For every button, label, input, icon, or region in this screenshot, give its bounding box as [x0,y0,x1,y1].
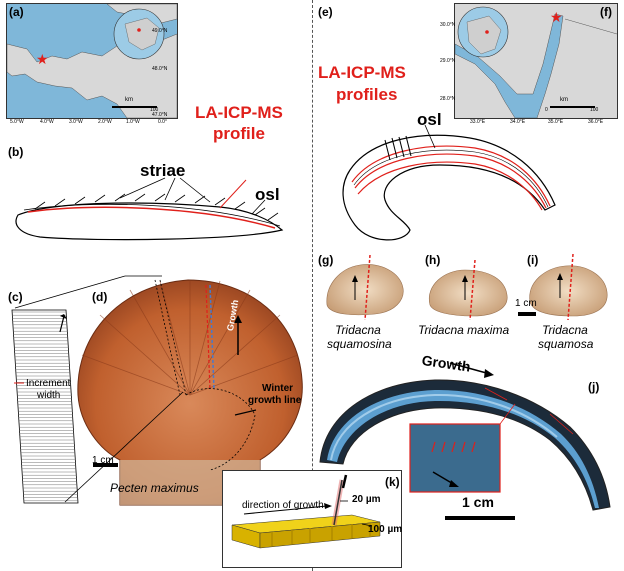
panel-k-dim1: 20 µm [352,494,381,505]
map-a-scale-value: 100 [150,107,159,113]
block-side [259,521,381,549]
map-a-lon-3: 3.0°W [69,119,83,125]
panel-label-e: (e) [318,5,333,19]
panel-label-d: (d) [92,290,108,304]
map-a-lat-3: 47.0°N [152,112,168,118]
scale-label-d: 1 cm [92,455,114,466]
panel-e-profiles-line2: profiles [336,85,398,104]
panel-k-dim2: 100 µm [368,524,403,535]
panel-label-g: (g) [318,253,334,267]
map-f-lon-1: 33.0°E [470,119,486,125]
map-brittany-svg: ★ [7,4,177,118]
panel-label-i: (i) [527,253,539,267]
panel-label-h: (h) [425,253,441,267]
profile-line-b [27,206,276,229]
species-g-species: squamosina [327,337,392,351]
panel-e-osl: osl [417,110,442,129]
site-star-a: ★ [36,51,49,67]
species-i-species: squamosa [538,337,594,351]
increment-label-line1: Increment [26,378,71,389]
panel-label-b: (b) [8,145,24,159]
map-red-sea-svg: ★ [455,6,617,118]
zoom-lines [14,275,184,503]
panel-label-c: (c) [8,290,23,304]
map-brittany: ★ [6,3,178,119]
map-f-lat-3: 28.0°N [440,96,456,102]
map-a-lon-1: 5.0°W [10,119,24,125]
panel-label-k: (k) [385,475,400,489]
panel-b-profile-line2: profile [213,124,265,143]
map-a-lon-6: 0.0° [158,119,167,125]
panel-label-f: (f) [600,5,612,19]
panel-b-striae: striae [140,161,186,180]
map-a-lon-5: 1.0°W [126,119,140,125]
panel-divider [312,0,313,571]
shell-h [428,259,508,321]
map-a-lon-4: 2.0°W [98,119,112,125]
map-f-lat-2: 29.0°N [440,58,456,64]
scale-label-ghi: 1 cm [515,298,537,309]
winter-label-line1: Winter [262,383,294,394]
species-label-d: Pecten maximus [110,481,199,495]
map-f-scale-100: 100 [590,107,599,113]
map-f-lon-4: 36.0°E [588,119,604,125]
laser-block-diagram [231,474,381,549]
zoom-inset-j [409,423,501,493]
species-g-genus: Tridacna [335,323,381,337]
panel-e-profiles-line1: LA-ICP-MS [318,63,406,82]
panel-b-profile-line1: LA-ICP-MS [195,103,283,122]
map-red-sea: ★ [454,3,618,119]
scale-label-j: 1 cm [462,494,494,510]
profile-line-d [205,284,211,391]
map-f-lon-3: 35.0°E [548,119,564,125]
map-f-scale-0: 0 [545,107,548,113]
map-a-lat-2: 48.0°N [152,66,168,72]
map-f-scale-unit: km [560,97,568,103]
site-star-f: ★ [550,9,563,25]
panel-k-direction: direction of growth [242,500,324,511]
panel-b-osl: osl [255,185,280,204]
tridacna-photos [326,253,608,321]
tridacna-section [342,124,556,241]
winter-label-line2: growth line [248,395,302,406]
gulf-of-aqaba [455,13,564,118]
map-a-lat-1: 49.0°N [152,28,168,34]
shell-g [326,254,404,321]
map-a-lon-2: 4.0°W [40,119,54,125]
section-band [319,379,611,511]
increment-label-line2: width [37,390,61,401]
map-f-lat-1: 30.0°N [440,22,456,28]
panel-b-shell-section [15,177,284,241]
map-a-scale-unit: km [125,97,133,103]
species-h-name: Tridacna maxima [418,323,510,337]
shell-i [529,253,608,321]
species-i-genus: Tridacna [542,323,588,337]
map-f-lon-2: 34.0°E [510,119,526,125]
panel-label-a: (a) [9,5,24,19]
panel-label-j: (j) [588,380,600,394]
increment-stack [11,309,79,504]
